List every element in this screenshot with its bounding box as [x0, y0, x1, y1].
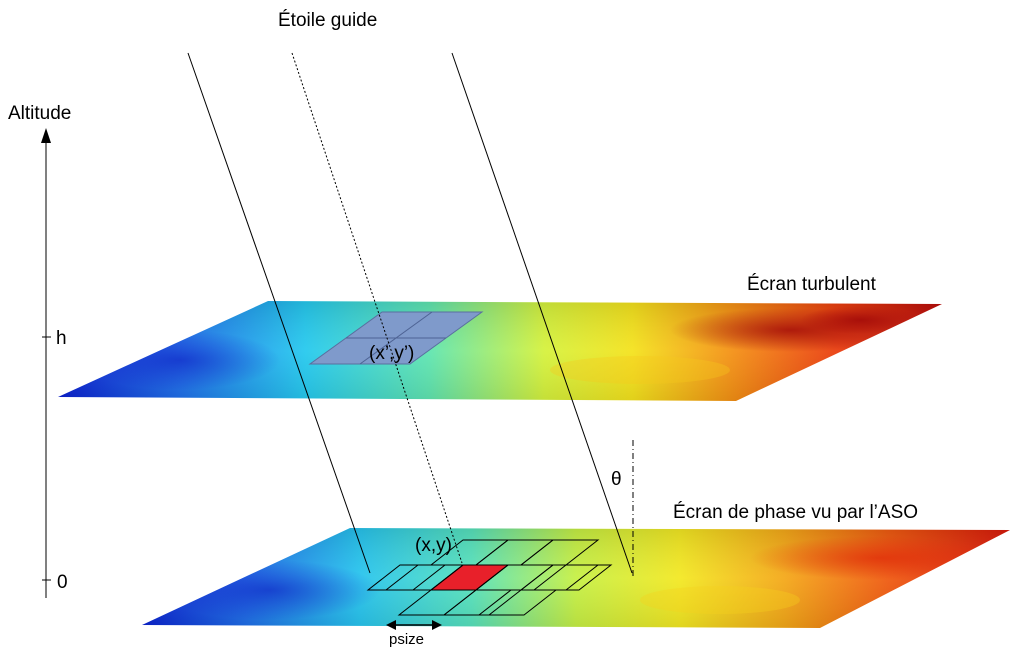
psize-label: psize — [389, 631, 424, 648]
psize-arrow-right — [432, 620, 442, 630]
turbulent-screen-label: Écran turbulent — [747, 274, 877, 295]
right-ray — [451, 52, 633, 574]
subaperture-grid — [366, 539, 613, 616]
theta-label: θ — [611, 469, 622, 490]
psize-dimension — [386, 620, 442, 630]
left-ray — [187, 52, 371, 574]
tick-0-label: 0 — [57, 572, 68, 593]
phase-screen-plane — [142, 528, 1010, 628]
tick-h-label: h — [56, 328, 67, 349]
altitude-axis — [41, 128, 51, 598]
xy-prime-label: (x’,y’) — [369, 343, 414, 364]
guide-star-label: Étoile guide — [278, 10, 377, 31]
altitude-label: Altitude — [8, 103, 71, 124]
xy-label: (x,y) — [415, 535, 452, 556]
projected-cells-grid — [308, 311, 484, 365]
axis-arrow-head — [41, 128, 51, 143]
guide-star-ray — [291, 52, 463, 564]
psize-arrow-left — [386, 620, 396, 630]
phase-screen-label: Écran de phase vu par l’ASO — [673, 502, 918, 523]
light-rays — [187, 52, 634, 578]
turbulent-screen-plane — [58, 301, 942, 401]
